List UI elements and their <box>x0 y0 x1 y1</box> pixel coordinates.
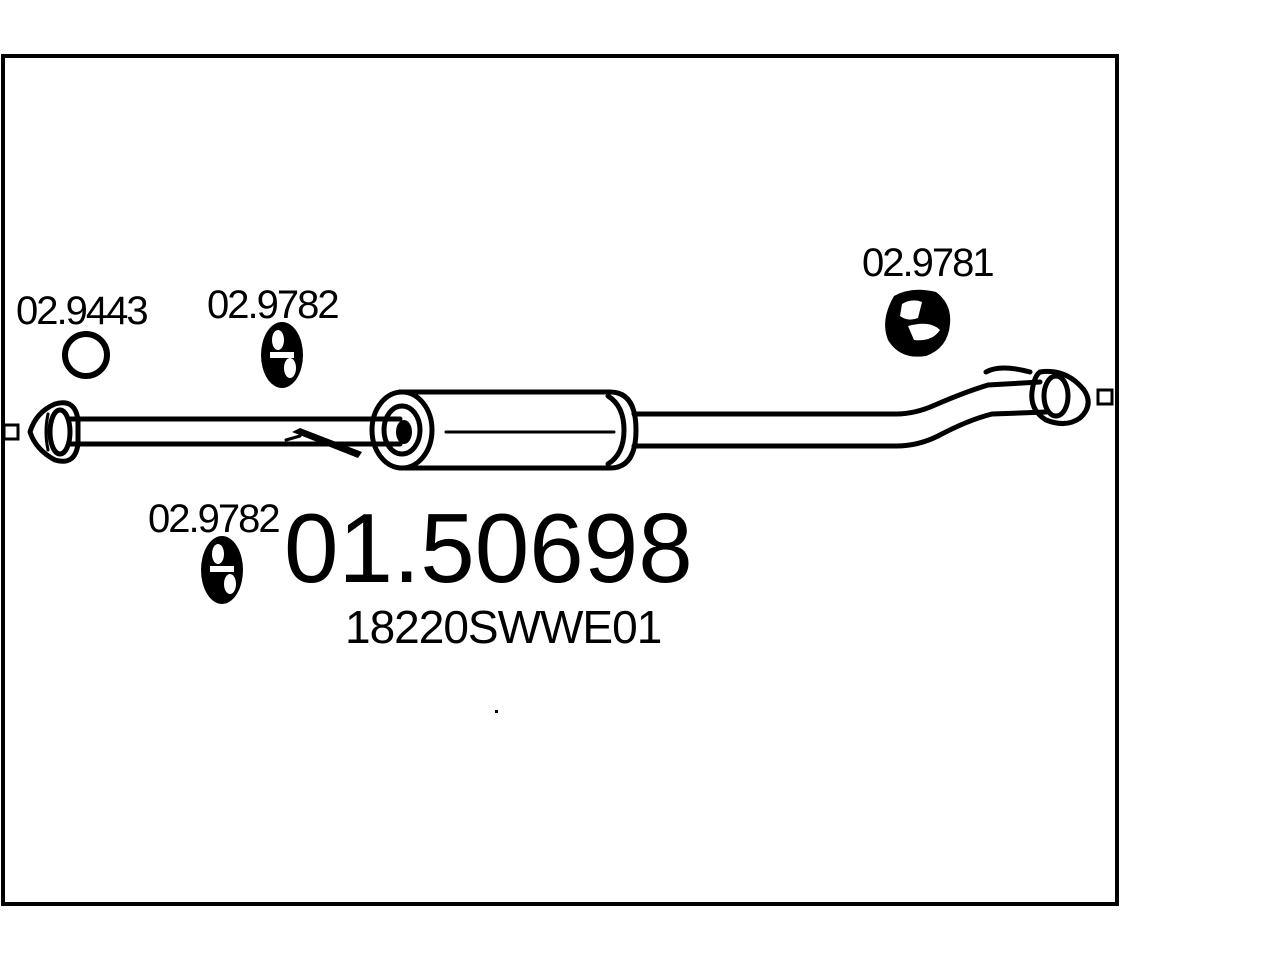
hanger-top-part-number: 02.9782 <box>207 283 338 327</box>
oem-reference-number: 18220SWWE01 <box>345 601 661 653</box>
stray-dot <box>495 710 498 713</box>
right-connection-marker <box>1096 388 1114 406</box>
silencer-body <box>369 389 639 471</box>
rear-pipe-bottom <box>631 409 1049 449</box>
front-flange <box>27 400 81 464</box>
rear-pipe-detail <box>983 365 1033 375</box>
rubber-hanger-top-icon <box>261 322 303 388</box>
exhaust-middle-section <box>27 365 1091 471</box>
diagram-frame <box>1 54 1119 906</box>
main-part-number: 01.50698 <box>284 493 693 603</box>
hanger-bottom-part-number: 02.9782 <box>148 497 279 541</box>
pipe-bracket <box>284 428 362 458</box>
hanger-right-part-number: 02.9781 <box>862 241 993 285</box>
gasket-ring-icon <box>62 331 110 379</box>
rubber-hanger-bottom-icon <box>201 536 243 604</box>
rear-flange <box>1029 368 1091 426</box>
left-connection-marker <box>2 423 20 441</box>
rubber-mount-right-icon <box>885 289 951 357</box>
gasket-part-number: 02.9443 <box>16 289 147 333</box>
rear-pipe-top <box>631 379 1043 417</box>
